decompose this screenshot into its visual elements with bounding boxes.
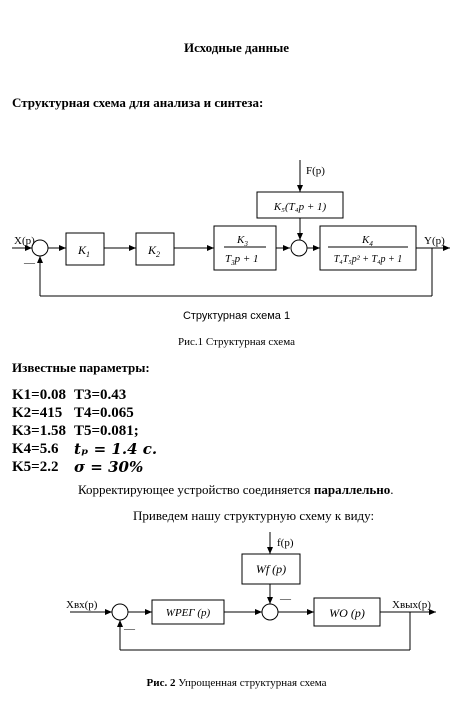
bring-text: Приведем нашу структурную схему к виду: — [133, 508, 375, 523]
param-k2: K2=415 — [12, 405, 63, 421]
wreg-block-label: WРЕГ (p) — [166, 607, 211, 619]
diagram2-disturbance-label: f(p) — [277, 537, 294, 549]
wo-block-label: WO (p) — [329, 606, 365, 620]
param-k4: K4=5.6 — [12, 441, 59, 457]
param-t5: T5=0.081; — [74, 423, 139, 439]
diagram2-minus-bottom: — — [123, 623, 136, 635]
correction-paragraph: Корректирующее устройство соединяется па… — [78, 482, 394, 498]
parameters-list: K1=0.08 T3=0.43 K2=415 T4=0.065 K3=1.58 … — [12, 386, 212, 476]
figure2-caption-text: Упрощенная структурная схема — [175, 677, 327, 689]
k3-denominator-rest: p + 1 — [234, 253, 259, 265]
svg-text:K1: K1 — [77, 243, 90, 259]
param-k1: K1=0.08 — [12, 387, 66, 403]
k1-subscript: 1 — [86, 250, 90, 259]
k3-denominator: T — [225, 253, 232, 265]
k4-denominator: T₄T₅p² + T₄p + 1 — [334, 254, 403, 265]
structural-diagram-1: X(p) Y(p) F(p) — K1 K2 K3 T3p + 1 K4 T₄T… — [12, 160, 450, 297]
scheme-heading: Структурная схема для анализа и синтеза: — [12, 95, 264, 110]
param-settling-time: tₚ = 1.4 с. — [74, 440, 158, 458]
diagram1-input-label: X(p) — [14, 235, 35, 247]
wf-block-label: Wf (p) — [256, 562, 286, 576]
param-row: K5=2.2 σ = 30% — [12, 458, 212, 476]
figure2-caption-label: Рис. 2 — [146, 677, 176, 689]
k3-numerator-subscript: 3 — [243, 240, 248, 248]
diagram2-minus-top: — — [279, 593, 292, 605]
params-heading: Известные параметры: — [12, 360, 150, 375]
simplified-diagram-2: Xвх(p) Xвых(p) f(p) Wf (p) WРЕГ (p) WO (… — [66, 532, 436, 651]
k5-block-label: K₅(T₄p + 1) — [273, 201, 327, 213]
correction-bold: параллельно — [313, 482, 391, 497]
param-t4: T4=0.065 — [74, 405, 134, 421]
page-title: Исходные данные — [183, 40, 290, 55]
svg-text:K3: K3 — [236, 234, 248, 248]
diagram2-output-label: Xвых(p) — [392, 599, 431, 611]
param-row: K1=0.08 T3=0.43 — [12, 386, 212, 404]
param-t3: T3=0.43 — [74, 387, 127, 403]
k2-label: K — [147, 243, 157, 257]
param-overshoot: σ = 30% — [74, 458, 144, 476]
k1-label: K — [77, 243, 87, 257]
svg-text:K2: K2 — [147, 243, 160, 259]
param-k3: K3=1.58 — [12, 423, 66, 439]
svg-text:T3p + 1: T3p + 1 — [225, 253, 259, 267]
param-row: K4=5.6 tₚ = 1.4 с. — [12, 440, 212, 458]
correction-end: . — [390, 482, 394, 497]
k3-numerator: K — [236, 234, 245, 246]
svg-text:K4: K4 — [361, 234, 373, 248]
k3-denominator-subscript: 3 — [230, 259, 235, 267]
k2-subscript: 2 — [156, 250, 160, 259]
k4-numerator-subscript: 4 — [369, 240, 373, 248]
figure1-caption: Рис.1 Структурная схема — [178, 336, 295, 348]
diagram1-output-label: Y(p) — [424, 235, 445, 247]
k4-numerator: K — [361, 234, 370, 246]
param-row: K3=1.58 T5=0.081; — [12, 422, 212, 440]
figure2-caption: Рис. 2 Упрощенная структурная схема — [0, 677, 473, 689]
diagram1-disturbance-label: F(p) — [306, 165, 325, 177]
correction-text: Корректирующее устройство соединяется — [78, 482, 314, 497]
diagram2-input-label: Xвх(p) — [66, 599, 98, 611]
param-k5: K5=2.2 — [12, 459, 59, 475]
param-row: K2=415 T4=0.065 — [12, 404, 212, 422]
diagram1-minus-sign: — — [23, 257, 36, 269]
diagram1-label: Структурная схема 1 — [182, 310, 291, 322]
